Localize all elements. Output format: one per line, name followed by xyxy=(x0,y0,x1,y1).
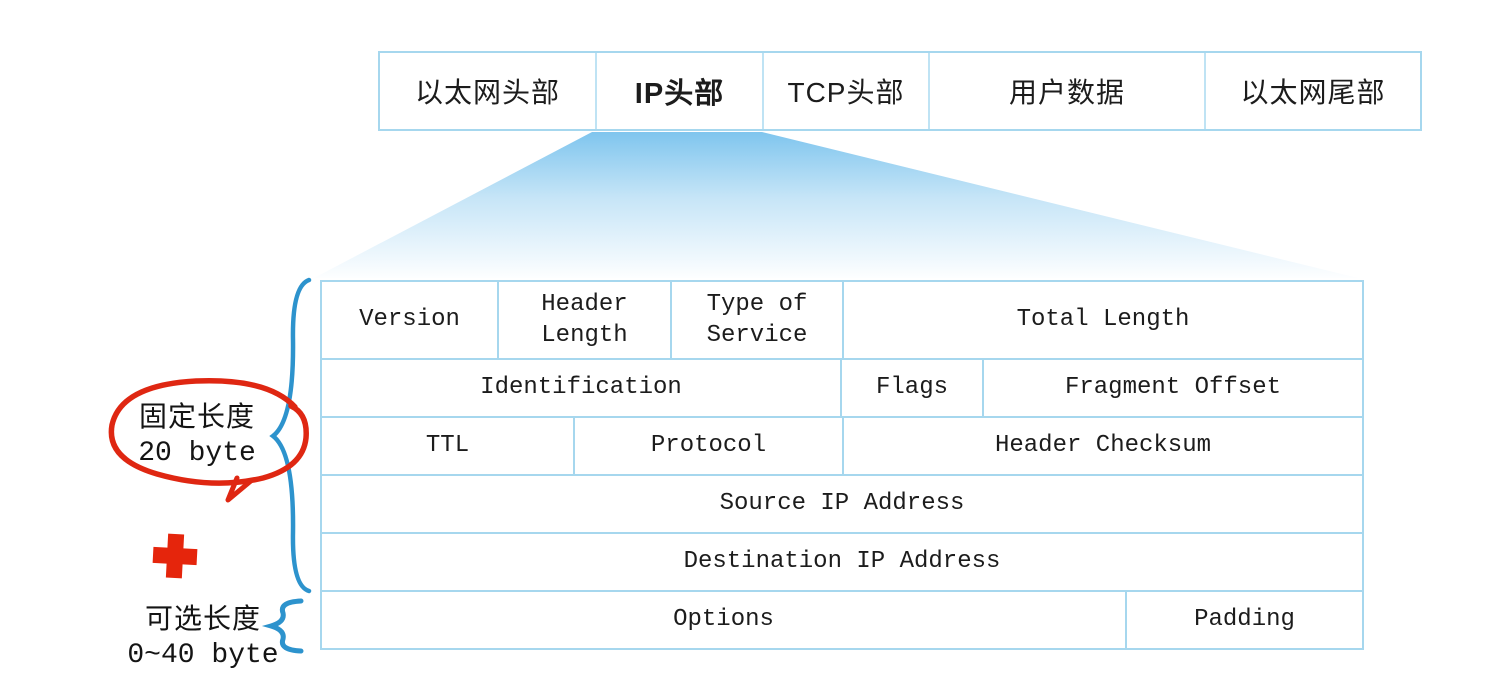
ip-cell-flags: Flags xyxy=(842,360,984,416)
optional-length-size: 0~40 byte xyxy=(127,640,279,671)
ip-cell-identification: Identification xyxy=(322,360,842,416)
frame-cell-label: 用户数据 xyxy=(1008,77,1125,108)
fixed-length-size: 20 byte xyxy=(138,438,256,469)
frame-cell-ethernet-header: 以太网头部 xyxy=(380,53,597,129)
cell-label: Flags xyxy=(875,374,948,402)
ip-cell-fragment-offset: Fragment Offset xyxy=(984,360,1362,416)
fixed-length-highlight-ellipse xyxy=(108,377,309,486)
cell-label: Identification xyxy=(480,374,682,402)
ip-header-row-3: TTL Protocol Header Checksum xyxy=(322,418,1362,476)
frame-cell-ip-header: IP头部 xyxy=(597,53,764,129)
ip-cell-total-length: Total Length xyxy=(844,282,1362,358)
cell-label: Header Checksum xyxy=(994,432,1212,460)
frame-cell-label: 以太网头部 xyxy=(414,77,560,108)
cell-label: Padding xyxy=(1194,606,1295,634)
zoom-funnel-shape xyxy=(314,132,1358,278)
ip-cell-ttl: TTL xyxy=(322,418,575,474)
cell-label: Destination IP Address xyxy=(683,548,1001,576)
frame-cell-tcp-header: TCP头部 xyxy=(764,53,930,129)
plus-icon xyxy=(152,533,198,579)
ip-cell-header-checksum: Header Checksum xyxy=(844,418,1362,474)
cell-label: Header Length xyxy=(541,290,628,349)
cell-label: Options xyxy=(673,606,774,634)
frame-cell-ethernet-trailer: 以太网尾部 xyxy=(1206,53,1420,129)
frame-cell-user-data: 用户数据 xyxy=(930,53,1206,129)
cell-label: Source IP Address xyxy=(719,490,965,518)
ip-cell-header-length: Header Length xyxy=(499,282,672,358)
optional-length-annotation: 可选长度 0~40 byte xyxy=(108,600,298,674)
cell-label: Total Length xyxy=(1016,306,1190,334)
ip-header-table: Version Header Length Type of Service To… xyxy=(320,280,1364,650)
ip-cell-version: Version xyxy=(322,282,499,358)
ip-cell-type-of-service: Type of Service xyxy=(672,282,844,358)
ip-header-row-6: Options Padding xyxy=(322,592,1362,648)
fixed-length-annotation: 固定长度 20 byte xyxy=(102,398,292,472)
fixed-length-brace-icon xyxy=(269,277,312,594)
ip-header-row-5: Destination IP Address xyxy=(322,534,1362,592)
cell-label: Type of Service xyxy=(706,290,808,349)
ip-header-row-4: Source IP Address xyxy=(322,476,1362,534)
ip-cell-padding: Padding xyxy=(1127,592,1362,648)
optional-length-title: 可选长度 xyxy=(144,603,261,634)
fixed-length-highlight-tail xyxy=(225,475,255,503)
fixed-length-title: 固定长度 xyxy=(138,401,255,432)
ethernet-frame-row: 以太网头部 IP头部 TCP头部 用户数据 以太网尾部 xyxy=(378,51,1422,131)
ip-cell-protocol: Protocol xyxy=(575,418,844,474)
cell-label: Protocol xyxy=(650,432,767,460)
cell-label: Fragment Offset xyxy=(1064,374,1282,402)
ip-header-row-1: Version Header Length Type of Service To… xyxy=(322,282,1362,360)
ip-cell-options: Options xyxy=(322,592,1127,648)
cell-label: TTL xyxy=(425,432,470,460)
frame-cell-label: IP头部 xyxy=(634,78,725,110)
ip-cell-destination-ip-address: Destination IP Address xyxy=(322,534,1362,590)
cell-label: Version xyxy=(359,306,460,334)
frame-cell-label: TCP头部 xyxy=(787,77,905,108)
ip-header-row-2: Identification Flags Fragment Offset xyxy=(322,360,1362,418)
frame-cell-label: 以太网尾部 xyxy=(1240,77,1386,108)
optional-length-brace-icon xyxy=(261,598,304,654)
ip-cell-source-ip-address: Source IP Address xyxy=(322,476,1362,532)
